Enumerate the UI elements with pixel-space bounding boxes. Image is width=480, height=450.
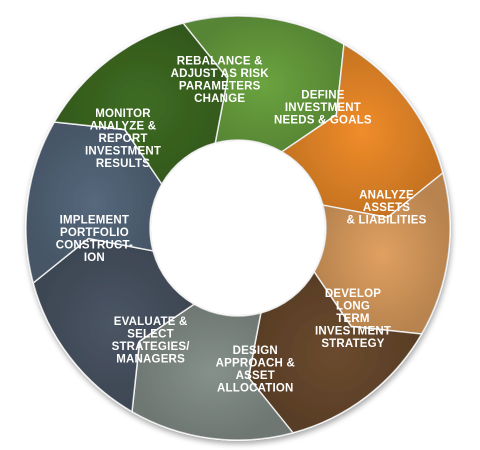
- segment-label-line: TERM: [336, 313, 369, 325]
- segment-shade-analyze: [282, 44, 443, 218]
- segment-shade-evaluate: [132, 304, 293, 441]
- segment-label-line: IMPLEMENT: [60, 214, 130, 226]
- segment-label-line: INVESTMENT: [285, 102, 361, 114]
- segment-label-line: ASSET: [236, 370, 275, 382]
- segment-shade-monitor: [25, 122, 162, 283]
- segment-label-line: STRATEGIES/: [112, 341, 191, 353]
- segment-label-line: SELECT: [127, 329, 174, 341]
- segment-label-line: EVALUATE &: [114, 316, 188, 328]
- segment-label-line: DESIGN: [233, 345, 278, 357]
- segment-label-line: DEFINE: [301, 89, 344, 101]
- segment-shade-define: [183, 15, 344, 152]
- segment-shade-implement: [33, 238, 195, 412]
- segment-label-line: ALLOCATION: [217, 383, 294, 395]
- segment-label-line: APPROACH &: [216, 358, 295, 370]
- segment-label-line: ASSETS: [363, 202, 410, 214]
- segment-shade-design: [248, 272, 422, 433]
- segment-label-line: INVESTMENT: [85, 146, 161, 158]
- segments-layer: [25, 15, 451, 441]
- segment-label-line: CONSTRUCT-: [56, 239, 133, 251]
- segment-label-line: MONITOR: [95, 108, 151, 120]
- segment-shade-develop: [314, 173, 451, 334]
- segment-label-line: & LIABILITIES: [347, 215, 427, 227]
- segment-label-line: INVESTMENT: [315, 325, 391, 337]
- segment-label-line: NEEDS & GOALS: [274, 114, 372, 126]
- segment-label-line: MANAGERS: [116, 354, 185, 366]
- segment-label-line: RESULTS: [96, 158, 150, 170]
- segment-label-line: PARAMETERS: [179, 80, 261, 92]
- segment-label-line: PORTFOLIO: [60, 227, 129, 239]
- segment-label-line: ANALYZE: [359, 190, 414, 202]
- segment-label-line: ANALYZE &: [90, 121, 157, 133]
- segment-label-line: STRATEGY: [321, 338, 384, 350]
- segment-label-line: ADJUST AS RISK: [171, 68, 270, 80]
- segment-label-line: LONG: [336, 300, 370, 312]
- segment-label-line: REPORT: [98, 133, 147, 145]
- segment-label-line: ION: [84, 252, 105, 264]
- segment-label-line: DEVELOP: [325, 288, 381, 300]
- segment-label-line: CHANGE: [194, 93, 245, 105]
- segment-shade-rebalance: [54, 23, 228, 185]
- center-hole: [151, 141, 325, 315]
- segment-label-line: REBALANCE &: [177, 55, 263, 67]
